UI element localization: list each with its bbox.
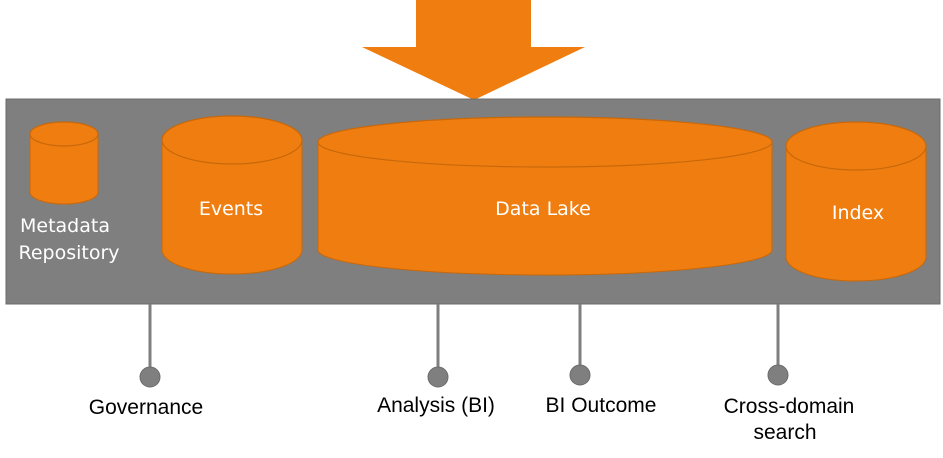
cross-domain-connector — [767, 304, 789, 386]
index-cylinder — [785, 121, 927, 282]
metadata-repository-cylinder — [29, 121, 99, 205]
bi-outcome-label: BI Outcome — [546, 394, 657, 417]
data-lake-label: Data Lake — [495, 198, 591, 220]
analysis-label: Analysis (BI) — [377, 394, 495, 417]
cross-domain-label-line1: Cross-domain — [724, 395, 855, 418]
metadata-repository-label-line2: Repository — [18, 242, 119, 264]
analysis-connector — [427, 304, 449, 388]
data-lake-cylinder — [317, 116, 773, 276]
bi-outcome-connector — [569, 304, 591, 386]
events-cylinder — [161, 115, 303, 275]
ingest-arrow — [362, 0, 585, 100]
events-label: Events — [199, 198, 263, 220]
cross-domain-label-line2: search — [753, 421, 816, 444]
governance-connector — [139, 304, 161, 388]
metadata-repository-label-line1: Metadata — [20, 215, 110, 237]
governance-label: Governance — [89, 396, 203, 419]
index-label: Index — [832, 202, 884, 224]
